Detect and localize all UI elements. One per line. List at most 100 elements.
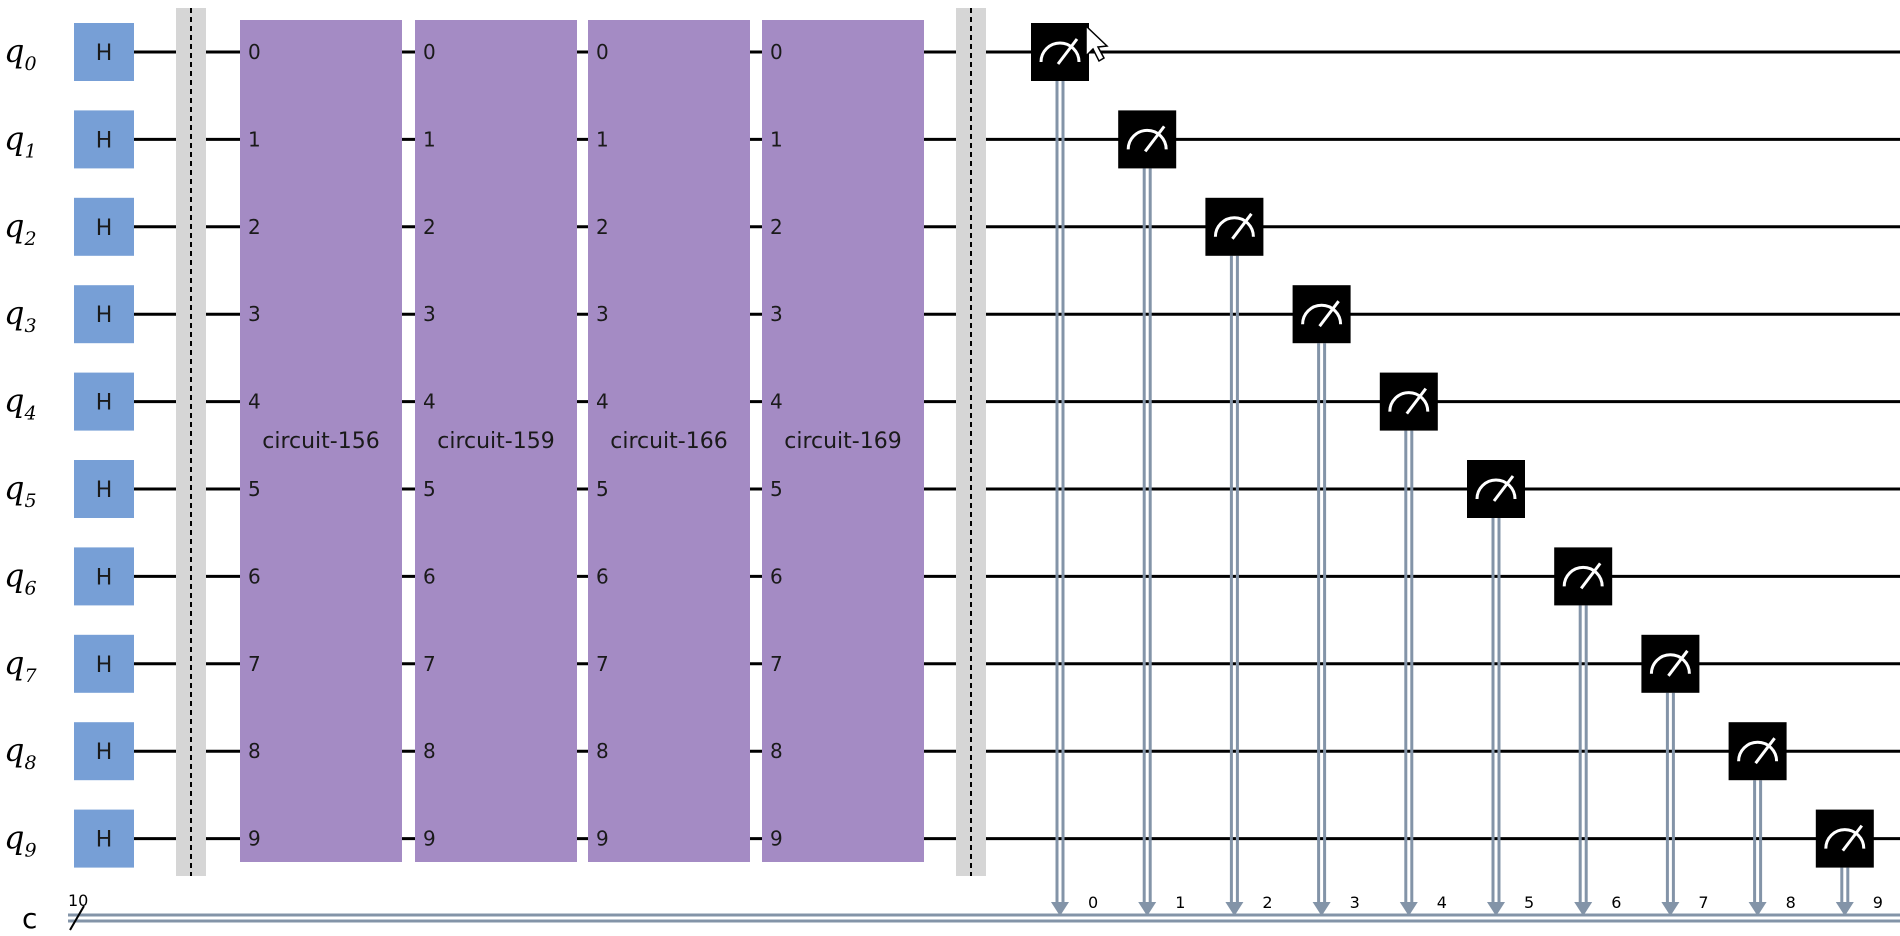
qubit-label: q7: [4, 644, 37, 687]
measure-arrow: [1399, 902, 1418, 916]
classical-bit-index: 3: [1350, 893, 1360, 912]
measurement: 1: [1118, 110, 1185, 916]
measure-box: [1641, 634, 1700, 693]
measurement: 9: [1815, 809, 1883, 916]
pin-label: 3: [770, 302, 783, 326]
measurement: 7: [1641, 634, 1709, 916]
classical-register: 10: [68, 891, 1900, 931]
measurement: 5: [1467, 460, 1534, 916]
hadamard-box: [74, 547, 134, 606]
hadamard-label: H: [96, 740, 113, 765]
pin-label: 3: [423, 302, 436, 326]
hadamard-gate: H: [74, 634, 134, 693]
pin-label: 0: [248, 40, 261, 64]
measure-arrow: [1661, 902, 1680, 916]
hadamard-label: H: [96, 828, 113, 853]
measure-box: [1205, 197, 1264, 256]
meter-needle-icon: [1056, 38, 1079, 65]
meter-needle-icon: [1580, 562, 1602, 590]
hadamard-gate: H: [74, 110, 134, 169]
classical-bit-index: 5: [1524, 893, 1534, 912]
pin-label: 7: [770, 652, 783, 676]
qubit-label: q1: [4, 119, 37, 162]
measure-box: [1379, 372, 1438, 431]
meter-arc-icon: [1126, 128, 1168, 150]
meter-arc-icon: [1213, 216, 1255, 237]
meter-arc-icon: [1039, 41, 1081, 63]
classical-bit-index: 7: [1698, 893, 1708, 912]
hadamard-label: H: [96, 41, 113, 66]
hadamard-label: H: [96, 216, 113, 241]
hadamard-label: H: [96, 391, 113, 416]
meter-arc-icon: [1737, 740, 1779, 762]
hadamard-box: [74, 23, 134, 81]
qubit-label: q0: [4, 32, 37, 75]
hadamard-gate: H: [74, 460, 134, 518]
hadamard-box: [74, 110, 134, 169]
hadamard-box: [74, 809, 134, 868]
pin-label: 4: [248, 390, 261, 414]
pin-label: 2: [423, 215, 436, 239]
hadamard-label: H: [96, 565, 113, 590]
qubit-label: q5: [4, 469, 37, 512]
meter-needle-icon: [1231, 212, 1253, 240]
hadamard-box: [74, 722, 134, 781]
meter-needle-icon: [1318, 300, 1340, 328]
pin-label: 5: [248, 477, 261, 501]
pin-label: 1: [248, 127, 261, 151]
meter-needle-icon: [1667, 649, 1689, 677]
pin-label: 4: [423, 390, 436, 414]
classical-bit-index: 2: [1262, 893, 1272, 912]
pin-label: 4: [770, 390, 783, 414]
pin-label: 8: [423, 739, 436, 763]
pin-label: 6: [596, 564, 609, 588]
classical-bit-index: 1: [1175, 893, 1185, 912]
qubit-label: q3: [4, 294, 37, 337]
pin-label: 6: [423, 564, 436, 588]
classical-bit-index: 8: [1786, 893, 1796, 912]
classical-bit-index: 9: [1873, 893, 1883, 912]
measurement: 6: [1554, 547, 1621, 916]
hadamard-box: [74, 197, 134, 256]
pin-label: 8: [770, 739, 783, 763]
measure-arrow: [1748, 902, 1767, 916]
circuit-block-body: [415, 20, 577, 862]
hadamard-box: [74, 372, 134, 431]
measurement: 4: [1379, 372, 1447, 916]
pin-label: 0: [770, 40, 783, 64]
classical-register-label: c: [22, 902, 37, 935]
circuit-blocks: 0123456789circuit-1560123456789circuit-1…: [240, 20, 924, 862]
pin-label: 9: [248, 827, 261, 851]
hadamard-gate: H: [74, 285, 134, 344]
measure-arrow: [1574, 902, 1593, 916]
measurement: 0: [1031, 23, 1098, 916]
measure-box: [1554, 547, 1613, 606]
pin-label: 1: [423, 127, 436, 151]
pin-label: 9: [770, 827, 783, 851]
pin-label: 8: [596, 739, 609, 763]
classical-bit-index: 0: [1088, 893, 1098, 912]
pin-label: 2: [770, 215, 783, 239]
meter-needle-icon: [1405, 387, 1427, 415]
cursor-arrow-icon: [1085, 24, 1109, 63]
circuit-block-label: circuit-156: [262, 429, 379, 454]
barriers: [176, 8, 986, 876]
measure-box: [1118, 110, 1177, 169]
hadamard-label: H: [96, 303, 113, 328]
pin-label: 7: [596, 652, 609, 676]
qubit-label: q8: [4, 731, 37, 774]
pin-label: 0: [423, 40, 436, 64]
measure-arrow: [1312, 902, 1331, 916]
pin-label: 2: [596, 215, 609, 239]
hadamard-gate: H: [74, 23, 134, 81]
measure-box: [1031, 23, 1089, 81]
pin-label: 4: [596, 390, 609, 414]
pin-label: 8: [248, 739, 261, 763]
pin-label: 5: [770, 477, 783, 501]
hadamard-box: [74, 460, 134, 518]
hadamard-label: H: [96, 653, 113, 678]
measurement: 2: [1205, 197, 1273, 916]
